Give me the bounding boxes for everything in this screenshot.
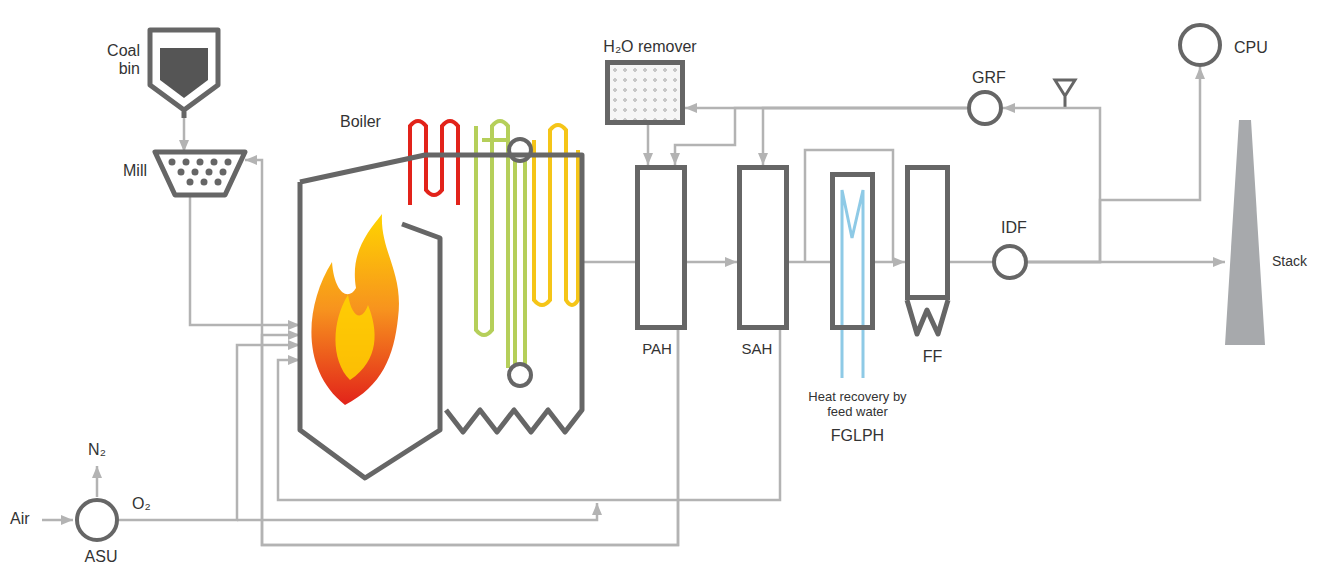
mill-outline — [155, 152, 245, 195]
grinding-ball — [192, 169, 199, 176]
equipment-label: GRF — [949, 69, 1029, 87]
grinding-ball — [178, 169, 185, 176]
boiler-outline — [300, 155, 582, 480]
boiler: Boiler — [300, 155, 582, 480]
grinding-ball — [169, 159, 176, 166]
stream-label: N₂ — [80, 441, 114, 459]
feedwater-coil — [842, 190, 863, 378]
grinding-ball — [206, 169, 213, 176]
equipment-label: CPU — [1234, 39, 1290, 57]
grinding-ball — [201, 179, 208, 186]
primary-air-heater: PAH — [635, 165, 687, 330]
flame — [311, 214, 399, 405]
equipment-label: PAH — [636, 340, 678, 357]
outline-path — [1225, 120, 1265, 345]
grinding-ball — [225, 159, 232, 166]
equipment-label: Boiler — [340, 113, 410, 131]
stack: Stack — [1225, 120, 1265, 345]
equipment-label: ASU — [61, 548, 141, 566]
flow-line — [278, 330, 780, 500]
filter-hoppers — [907, 300, 948, 334]
flow-line — [763, 108, 967, 165]
equipment-label: FF — [902, 348, 963, 366]
mill: Mill — [155, 152, 245, 195]
flow-line — [119, 345, 300, 520]
equipment-label: FGLPH — [798, 427, 917, 445]
gas-recirculation-fan: GRF — [967, 90, 1003, 126]
grinding-ball — [187, 179, 194, 186]
steam-drum — [509, 139, 531, 161]
grinding-ball — [183, 159, 190, 166]
coal-bin-outline — [150, 30, 218, 118]
equipment-label: IDF — [974, 219, 1054, 237]
flow-line — [789, 261, 830, 264]
equipment-label: Stack — [1272, 253, 1322, 269]
outline-path — [155, 152, 245, 195]
induced-draft-fan: IDF — [992, 244, 1028, 280]
flow-line — [1003, 108, 1100, 262]
stream-label: O₂ — [132, 495, 168, 513]
stream-label: Air — [10, 510, 40, 528]
flow-line — [190, 195, 300, 325]
outline-path — [300, 182, 440, 478]
coal-bin: Coal bin — [150, 30, 218, 118]
flame-core — [336, 295, 375, 380]
equipment-label: Mill — [101, 162, 147, 180]
equipment-label: H₂O remover — [585, 38, 715, 56]
mud-drum — [509, 364, 531, 386]
equipment-label: Heat recovery by feed water — [798, 390, 917, 420]
water-remover: H₂O remover — [605, 60, 685, 125]
flow-line — [245, 160, 678, 545]
fabric-filter: FF — [905, 165, 950, 300]
flow-meter — [1055, 80, 1075, 108]
superheater-tubes — [410, 121, 458, 205]
fglph-bypass — [805, 150, 893, 262]
nitrogen-vent — [96, 466, 99, 497]
flow-line — [950, 261, 992, 264]
air-inlet — [42, 519, 73, 522]
grinding-ball — [197, 159, 204, 166]
low-pressure-heater: Heat recovery by feed waterFGLPH — [830, 172, 875, 330]
flow-line — [687, 261, 737, 264]
grinding-ball — [220, 169, 227, 176]
flow-line — [675, 108, 967, 165]
economizer-tubes — [534, 125, 578, 305]
outline-path — [150, 30, 218, 118]
flow-line — [647, 125, 650, 165]
air-separation-unit: ASU — [75, 498, 119, 542]
compression-unit: CPU — [1178, 23, 1222, 67]
flow-line — [582, 261, 635, 264]
stack-outline — [1225, 120, 1265, 345]
grinding-ball — [211, 159, 218, 166]
equipment-label: SAH — [736, 340, 778, 357]
outline-path — [160, 48, 208, 98]
flow-line — [262, 330, 678, 545]
flow-line — [183, 118, 186, 152]
flow-line — [1028, 67, 1200, 262]
oxygen-branch — [237, 503, 597, 520]
equipment-label: Coal bin — [96, 42, 140, 79]
secondary-air-heater: SAH — [737, 165, 789, 330]
grinding-ball — [215, 179, 222, 186]
flow-line — [875, 261, 905, 264]
